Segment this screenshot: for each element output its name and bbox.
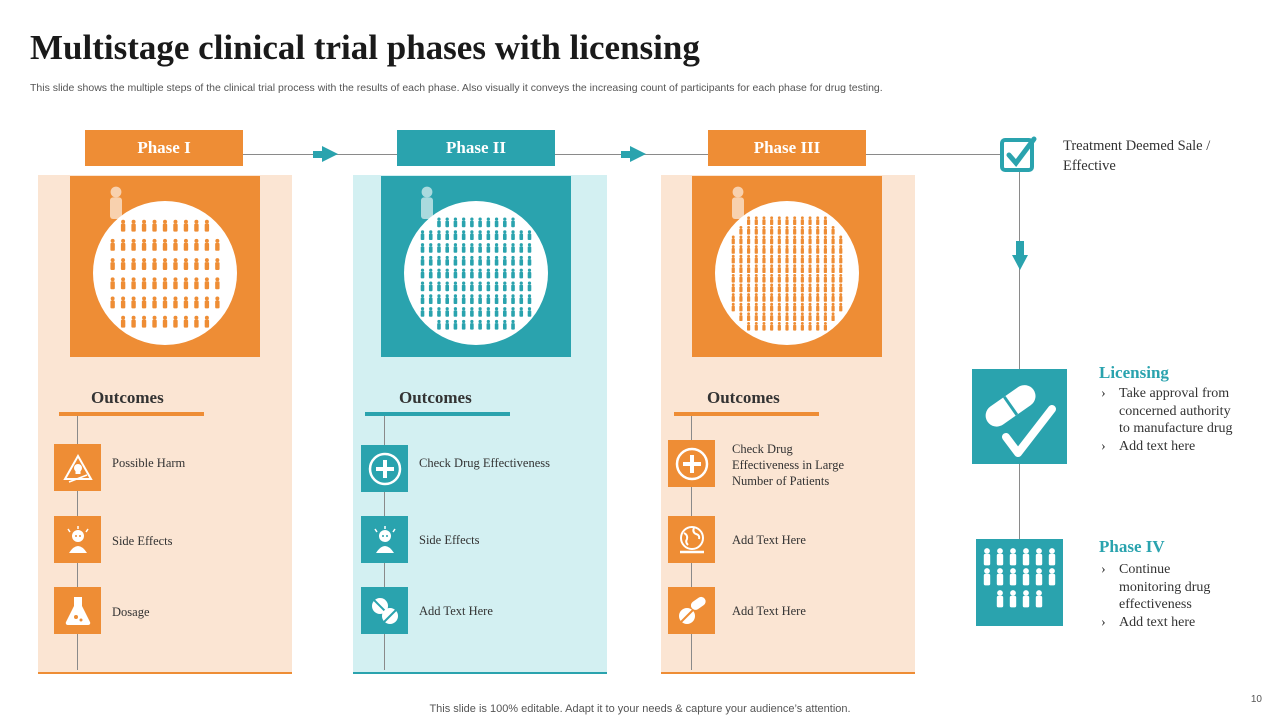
treatment-text: Treatment Deemed Sale / Effective — [1063, 138, 1211, 174]
phase-3-label: Phase III — [708, 130, 866, 166]
phase-3-item-1-text: Check Drug Effectiveness in Large Number… — [732, 442, 844, 488]
phase-3-item-3-text: Add Text Here — [732, 604, 806, 618]
phase-2-outcomes-bar — [365, 412, 510, 416]
phase-iv-title: Phase IV — [1099, 537, 1165, 556]
phase-iv-bullet-1: Continue monitoring drug effectiveness — [1099, 561, 1229, 614]
people-group-icon — [976, 539, 1063, 626]
phase-3-outcomes-bar — [674, 412, 819, 416]
phase-1-item-2-text: Side Effects — [112, 534, 173, 548]
flow-arrow-1 — [322, 146, 338, 162]
pills-icon — [668, 587, 715, 634]
slide-subtitle: This slide shows the multiple steps of t… — [30, 82, 883, 94]
phase-iv-bullets: Continue monitoring drug effectiveness A… — [1099, 561, 1229, 631]
phase-1-outcomes-bar — [59, 412, 204, 416]
phase-2-item-1-text: Check Drug Effectiveness — [419, 456, 550, 470]
phase-1-label: Phase I — [85, 130, 243, 166]
licensing-bullet-2: Add text here — [1099, 438, 1239, 456]
phase-1-participants-graphic — [70, 176, 260, 357]
phase-iv-bullet-2: Add text here — [1099, 614, 1229, 632]
phase-2-item-2-text: Side Effects — [419, 533, 480, 547]
phase-2-outcomes-title: Outcomes — [399, 388, 472, 407]
phase-3-participants-graphic — [692, 176, 882, 357]
globe-hand-icon — [668, 516, 715, 563]
phase-1-item-3-text: Dosage — [112, 605, 150, 619]
flow-arrow-down — [1012, 241, 1028, 276]
phase-2-participants-graphic — [381, 176, 571, 357]
flask-icon — [54, 587, 101, 634]
plus-circle-icon — [668, 440, 715, 487]
phase-3-item-2-text: Add Text Here — [732, 533, 806, 547]
flow-line-right — [1019, 172, 1020, 542]
page-number: 10 — [1250, 694, 1262, 705]
flow-arrow-2-shaft — [621, 151, 631, 158]
slide-title: Multistage clinical trial phases with li… — [30, 28, 700, 67]
phase-2-item-3-text: Add Text Here — [419, 604, 493, 618]
sick-person-icon — [54, 516, 101, 563]
licensing-title: Licensing — [1099, 363, 1169, 382]
phase-3-outcomes-title: Outcomes — [707, 388, 780, 407]
phase-1-item-1-text: Possible Harm — [112, 456, 186, 470]
flow-arrow-2 — [630, 146, 646, 162]
licensing-bullet-1: Take approval from concerned authority t… — [1099, 385, 1239, 438]
checkbox-check-icon — [999, 136, 1037, 174]
phase-2-label: Phase II — [397, 130, 555, 166]
flow-arrow-1-shaft — [313, 151, 323, 158]
phase-1-outcomes-title: Outcomes — [91, 388, 164, 407]
sick-person-icon — [361, 516, 408, 563]
pills-icon — [361, 587, 408, 634]
skull-warning-icon — [54, 444, 101, 491]
licensing-bullets: Take approval from concerned authority t… — [1099, 385, 1239, 455]
pill-check-icon — [972, 369, 1067, 464]
plus-circle-icon — [361, 445, 408, 492]
slide-footer: This slide is 100% editable. Adapt it to… — [429, 703, 851, 715]
